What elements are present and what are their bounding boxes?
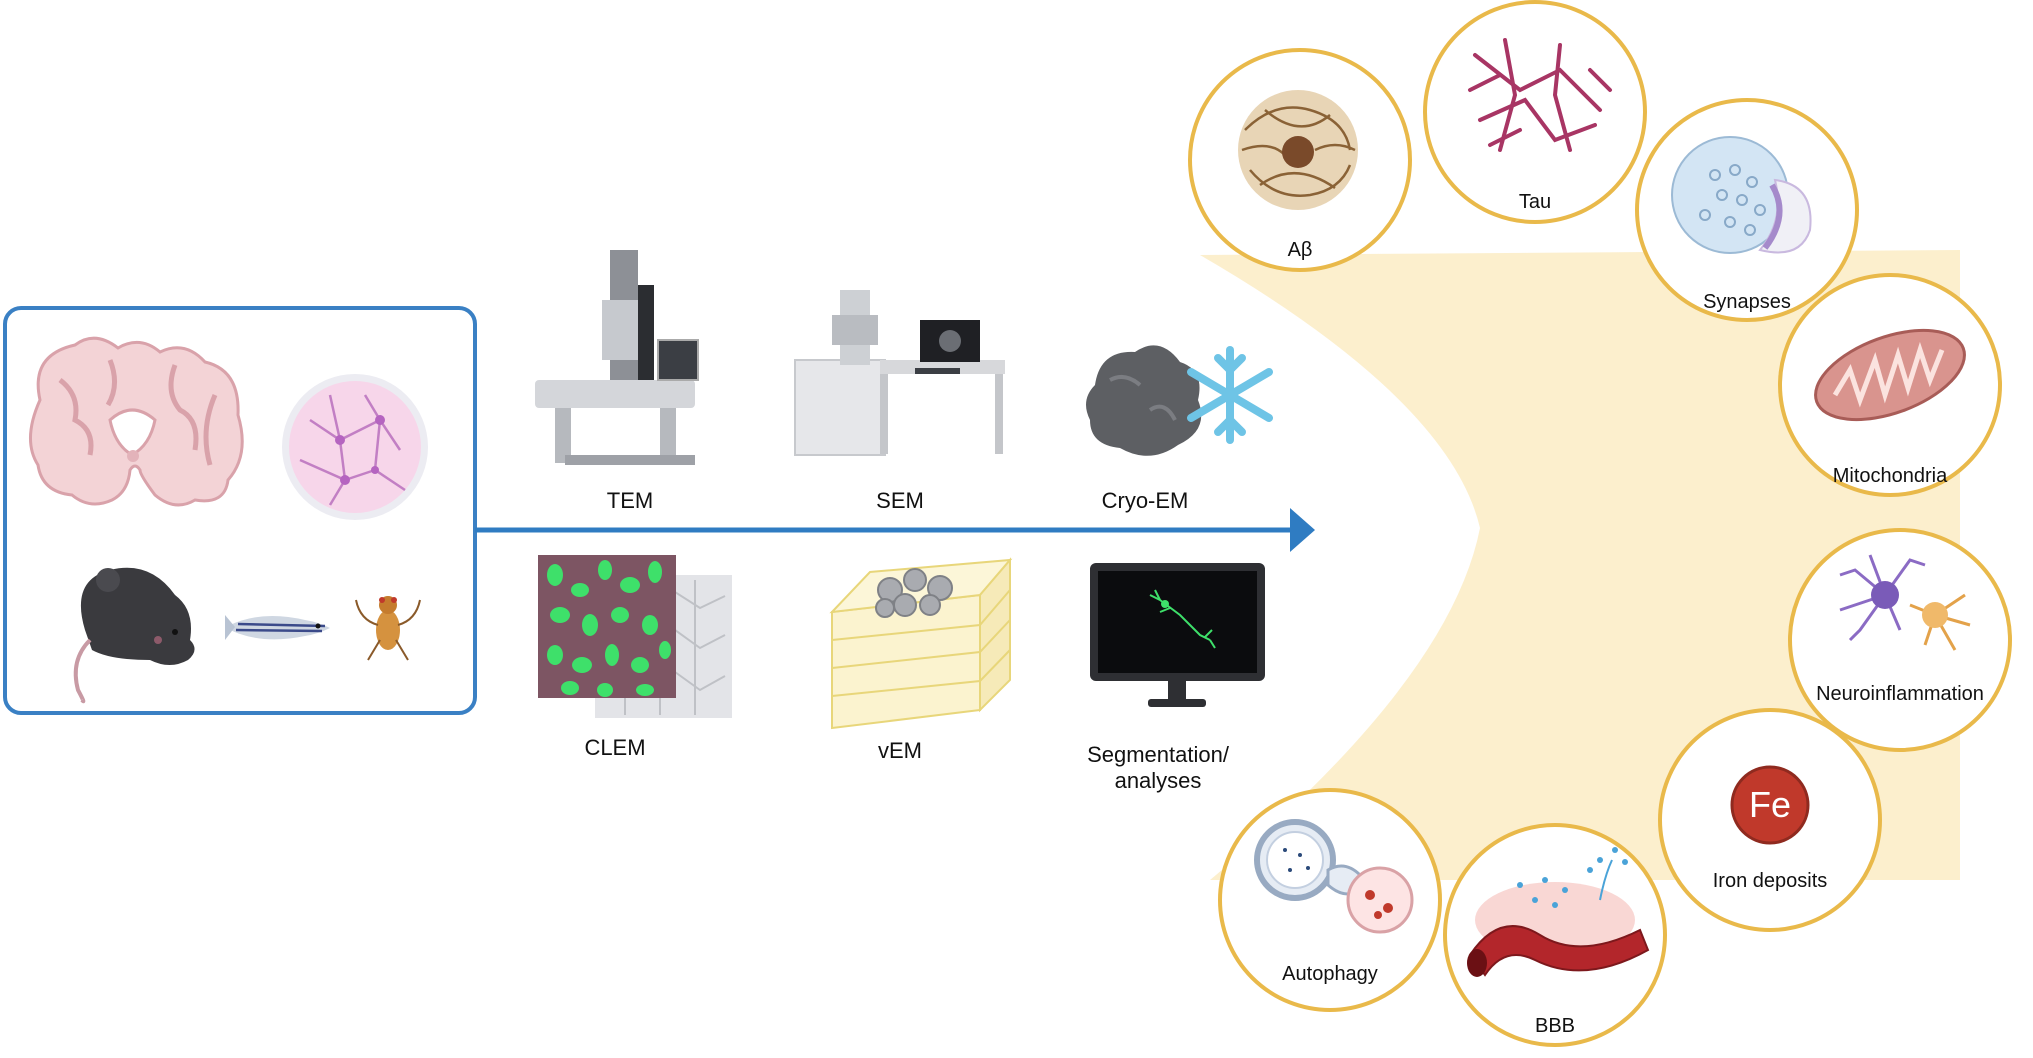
bbb-circle: BBB bbox=[1443, 823, 1667, 1047]
abeta-label: Aβ bbox=[1288, 239, 1313, 261]
iron-deposits-label: Iron deposits bbox=[1713, 870, 1828, 892]
cryo-em-label: Cryo-EM bbox=[1102, 488, 1189, 513]
glia-cells-icon bbox=[1839, 554, 1971, 651]
mitochondrion-icon bbox=[1814, 328, 1966, 422]
mitochondria-label: Mitochondria bbox=[1833, 465, 1948, 487]
autophagy-label: Autophagy bbox=[1282, 963, 1378, 985]
synapses-circle: Synapses bbox=[1635, 98, 1859, 322]
autophagy-circle: Autophagy bbox=[1218, 788, 1442, 1012]
mitochondria-circle: Mitochondria bbox=[1778, 273, 2002, 497]
cryo-sample-icon bbox=[1086, 345, 1202, 456]
clem-label: CLEM bbox=[584, 735, 645, 760]
sem-microscope-icon bbox=[794, 290, 1005, 456]
iron-element-icon: Fe bbox=[1730, 765, 1810, 845]
blood-vessel-icon bbox=[1467, 847, 1650, 977]
brain-section-icon bbox=[28, 336, 244, 507]
segmentation-label-line1: Segmentation/ bbox=[1087, 742, 1230, 767]
snowflake-icon bbox=[1187, 346, 1273, 444]
segmentation-label-line2: analyses bbox=[1115, 768, 1202, 793]
neuroinflammation-label: Neuroinflammation bbox=[1816, 683, 1984, 705]
neuroinflammation-circle: Neuroinflammation bbox=[1788, 528, 2012, 752]
tem-label: TEM bbox=[607, 488, 653, 513]
vem-label: vEM bbox=[878, 738, 922, 763]
synapses-label: Synapses bbox=[1703, 291, 1791, 313]
clem-overlay-icon bbox=[538, 555, 732, 718]
iron-symbol: Fe bbox=[1749, 784, 1791, 825]
abeta-circle: Aβ bbox=[1188, 48, 1412, 272]
tau-circle: Tau bbox=[1423, 0, 1647, 224]
vem-stack-icon bbox=[829, 557, 1013, 730]
synapse-icon bbox=[1671, 136, 1812, 254]
sem-label: SEM bbox=[876, 488, 924, 513]
tau-label: Tau bbox=[1519, 191, 1551, 213]
amyloid-plaque-icon bbox=[1238, 90, 1358, 210]
zebrafish-icon bbox=[225, 615, 330, 640]
autophagosome-icon bbox=[1254, 819, 1414, 934]
cell-culture-dish-icon bbox=[282, 374, 428, 520]
bbb-label: BBB bbox=[1535, 1015, 1575, 1037]
mouse-icon bbox=[73, 567, 195, 704]
workflow-arrow-head bbox=[1290, 508, 1315, 552]
fruit-fly-icon bbox=[355, 596, 421, 661]
monitor-icon bbox=[1090, 563, 1265, 707]
iron-deposits-circle: Fe Iron deposits bbox=[1658, 708, 1882, 932]
tau-fibril-icon bbox=[1468, 38, 1612, 152]
tem-microscope-icon bbox=[535, 250, 699, 465]
